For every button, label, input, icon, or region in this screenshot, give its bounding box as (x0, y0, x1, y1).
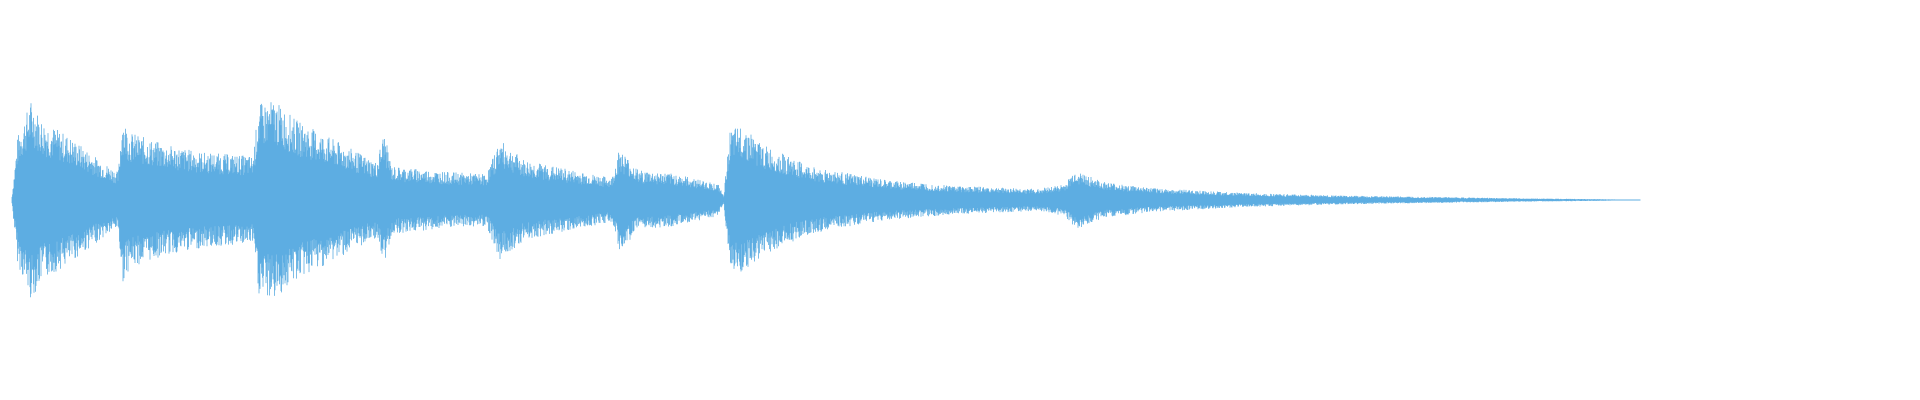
audio-waveform[interactable] (0, 0, 1920, 400)
audio-waveform-panel[interactable] (0, 0, 1920, 400)
